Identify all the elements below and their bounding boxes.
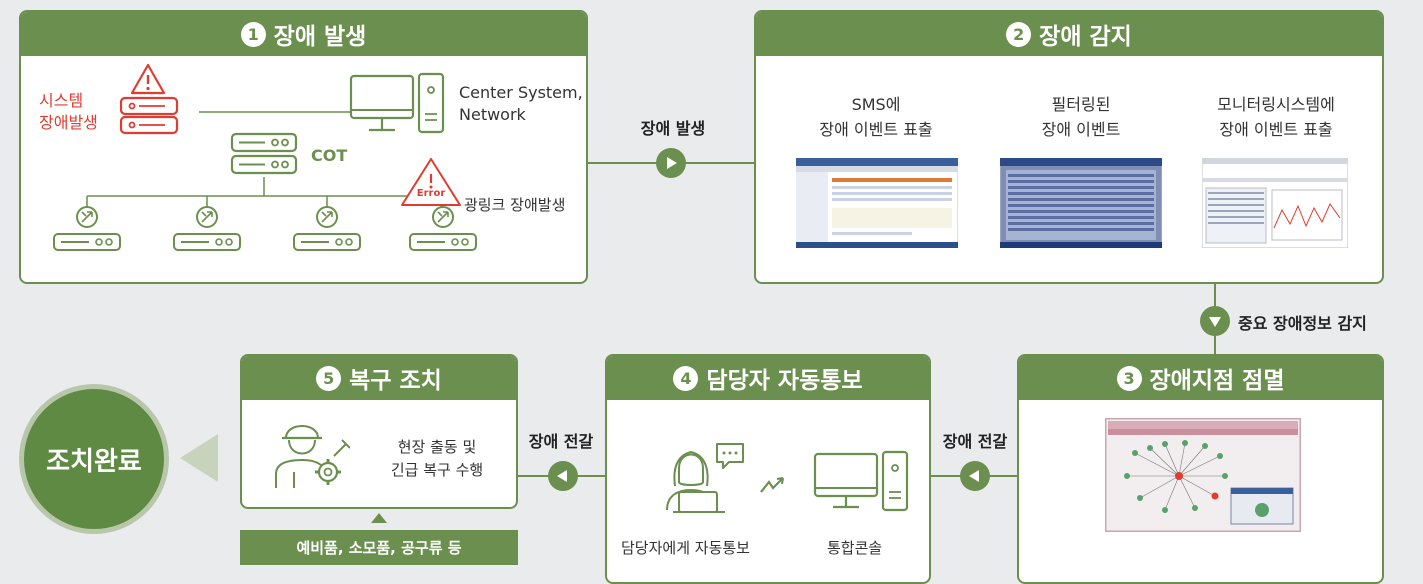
label-line2: 장애 이벤트 — [1041, 120, 1121, 139]
caption-line1: 현장 출동 및 — [397, 438, 477, 456]
step-number: 1 — [240, 21, 266, 47]
connector-label-fault-occurred: 장애 발생 — [640, 119, 706, 138]
system-fault-line1: 시스템 — [39, 91, 84, 110]
label-line2: 장애 이벤트 표출 — [1219, 120, 1333, 139]
panel-fault-blink: 3 장애지점 점멸 — [1017, 354, 1384, 584]
faulty-server-icon — [119, 63, 179, 135]
panel-header: 4 담당자 자동통보 — [607, 356, 929, 400]
operator-person-icon — [666, 443, 744, 513]
panel-fault-detection: 2 장애 감지 SMS에 장애 이벤트 표출 필터링된 장애 이벤트 모니터링시… — [754, 10, 1384, 284]
caption-line2: 긴급 복구 수행 — [390, 461, 484, 479]
signal-zigzag-icon — [760, 477, 784, 493]
play-left-icon — [548, 461, 578, 491]
label-line1: 필터링된 — [1051, 95, 1111, 114]
switch-icon — [293, 206, 361, 251]
panel-title: 담당자 자동통보 — [706, 368, 863, 394]
arrow-left-icon — [180, 434, 218, 482]
center-line1: Center System, — [459, 83, 583, 102]
panel-header: 5 복구 조치 — [242, 356, 516, 400]
notify-label: 담당자에게 자동통보 — [621, 539, 750, 557]
panel-title: 복구 조치 — [349, 368, 442, 394]
connector-label-fault-relay: 장애 전갈 — [942, 432, 1008, 451]
center-line2: Network — [459, 105, 526, 124]
play-right-icon — [656, 148, 686, 178]
panel-header: 1 장애 발생 — [21, 12, 586, 56]
cot-label: COT — [311, 146, 348, 165]
monitoring-screenshot-thumbnail — [1202, 158, 1348, 248]
center-system-label: Center System, Network — [459, 82, 583, 126]
switch-icon — [173, 206, 241, 251]
panel-title: 장애 발생 — [273, 24, 367, 50]
switch-nodes — [53, 206, 477, 251]
panel-title: 장애지점 점멸 — [1149, 368, 1285, 394]
connector-label-critical-detection: 중요 장애정보 감지 — [1238, 314, 1367, 333]
label-line2: 장애 이벤트 표출 — [819, 120, 933, 139]
panel-header: 2 장애 감지 — [756, 12, 1382, 56]
panel-auto-notification: 4 담당자 자동통보 담당자에게 자동통보 통합콘솔 — [605, 354, 931, 584]
center-system-icon — [349, 72, 445, 134]
step-number: 4 — [673, 365, 699, 391]
console-label: 통합콘솔 — [827, 539, 883, 557]
label-line1: SMS에 — [851, 95, 901, 114]
filtered-screenshot-thumbnail — [1000, 158, 1162, 248]
console-monitor-icon — [813, 450, 909, 512]
supplies-bar: 예비품, 소모품, 공구류 등 — [240, 530, 518, 565]
completion-circle: 조치완료 — [19, 384, 169, 534]
step-number: 3 — [1116, 365, 1142, 391]
connector-label-fault-relay-2: 장애 전갈 — [528, 432, 594, 451]
error-badge: Error — [416, 188, 446, 199]
system-fault-line2: 장애발생 — [39, 113, 98, 132]
step-number: 5 — [316, 365, 342, 391]
play-left-icon — [960, 461, 990, 491]
sms-screenshot-thumbnail — [796, 158, 958, 248]
sms-event-label: SMS에 장애 이벤트 표출 — [796, 92, 956, 142]
panel-header: 3 장애지점 점멸 — [1019, 356, 1382, 400]
switch-icon — [409, 206, 477, 251]
cot-server-icon — [230, 132, 298, 175]
engineer-worker-icon — [275, 425, 350, 488]
up-arrow-icon — [371, 513, 387, 523]
panel-fault-occurrence: 1 장애 발생 시스템 장애발생 Center — [19, 10, 588, 284]
filtered-event-label: 필터링된 장애 이벤트 — [1001, 92, 1161, 142]
monitoring-event-label: 모니터링시스템에 장애 이벤트 표출 — [1186, 92, 1366, 142]
label-line1: 모니터링시스템에 — [1217, 95, 1335, 114]
nms-topology-screenshot — [1105, 418, 1301, 532]
step-number: 2 — [1006, 21, 1032, 47]
system-fault-label: 시스템 장애발생 — [39, 90, 98, 134]
error-warning-icon — [401, 158, 461, 206]
play-down-icon — [1200, 306, 1230, 336]
switch-icon — [53, 206, 121, 251]
panel-recovery-action: 5 복구 조치 현장 출동 및 긴급 복구 수행 — [240, 354, 518, 509]
panel-title: 장애 감지 — [1039, 24, 1132, 50]
network-topology-diagram — [86, 111, 442, 207]
recovery-caption: 현장 출동 및 긴급 복구 수행 — [362, 436, 512, 482]
link-fault-label: 광링크 장애발생 — [464, 196, 566, 214]
